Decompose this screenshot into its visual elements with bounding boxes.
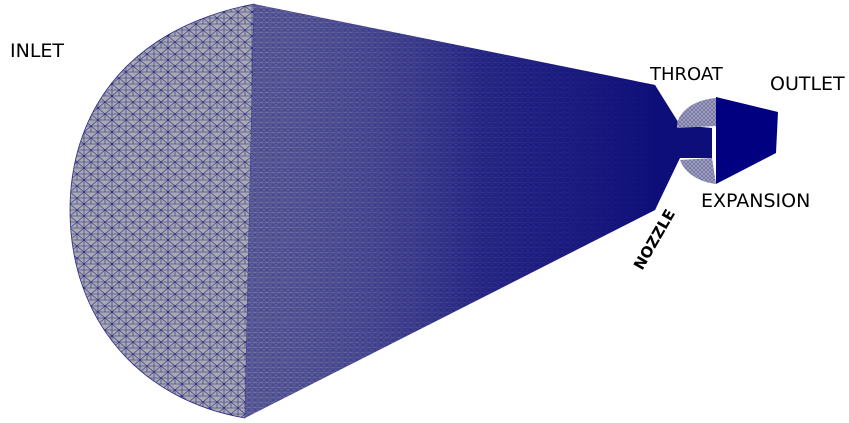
expansion-label: EXPANSION — [701, 190, 811, 212]
outlet-section — [716, 97, 778, 184]
outlet-label: OUTLET — [770, 73, 845, 95]
throat-label: THROAT — [650, 64, 723, 85]
inlet-face — [69, 3, 255, 419]
nozzle-cone-shade — [245, 4, 677, 418]
expansion-bulb-lower — [680, 158, 716, 184]
throat-region — [655, 85, 712, 210]
inlet-label: INLET — [10, 40, 65, 62]
expansion-bulb — [676, 98, 716, 128]
